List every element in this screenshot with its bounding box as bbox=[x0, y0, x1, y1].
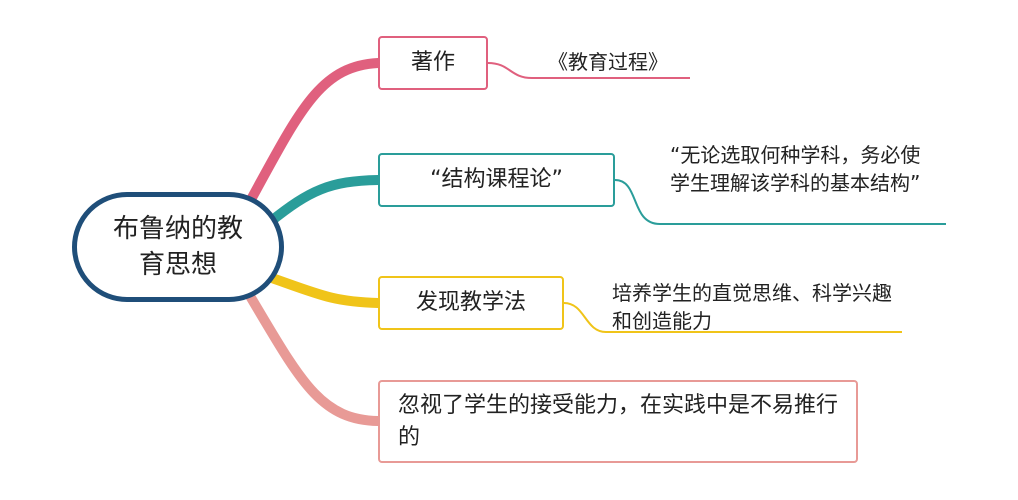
connector-branch-3 bbox=[267, 273, 383, 308]
leaf-detail-structure: “无论选取何种学科，务必使学生理解该学科的基本结构” bbox=[670, 143, 921, 195]
leaf-detail-discovery: 培养学生的直觉思维、科学兴趣和创造能力 bbox=[612, 281, 892, 333]
connector-leaf-2 bbox=[614, 179, 946, 225]
branch-node-structure-curriculum: “结构课程论” bbox=[378, 153, 615, 207]
branch-node-criticism: 忽视了学生的接受能力，在实践中是不易推行的 bbox=[378, 380, 858, 463]
leaf-detail-works: 《教育过程》 bbox=[548, 50, 668, 74]
connector-branch-1 bbox=[243, 58, 383, 210]
branch-node-discovery-teaching: 发现教学法 bbox=[378, 276, 564, 330]
branch-node-works: 著作 bbox=[378, 36, 488, 90]
connector-leaf-1 bbox=[487, 62, 690, 79]
root-node: 布鲁纳的教育思想 bbox=[72, 192, 284, 302]
branch-label: 发现教学法 bbox=[415, 290, 526, 315]
branch-label: “结构课程论” bbox=[430, 167, 563, 192]
branch-label: 忽视了学生的接受能力，在实践中是不易推行的 bbox=[398, 392, 839, 450]
connector-branch-4 bbox=[245, 291, 383, 426]
branch-label: 著作 bbox=[410, 50, 455, 75]
root-label: 布鲁纳的教育思想 bbox=[112, 214, 243, 280]
connector-branch-2 bbox=[265, 175, 383, 227]
connector-leaf-3 bbox=[563, 302, 902, 333]
